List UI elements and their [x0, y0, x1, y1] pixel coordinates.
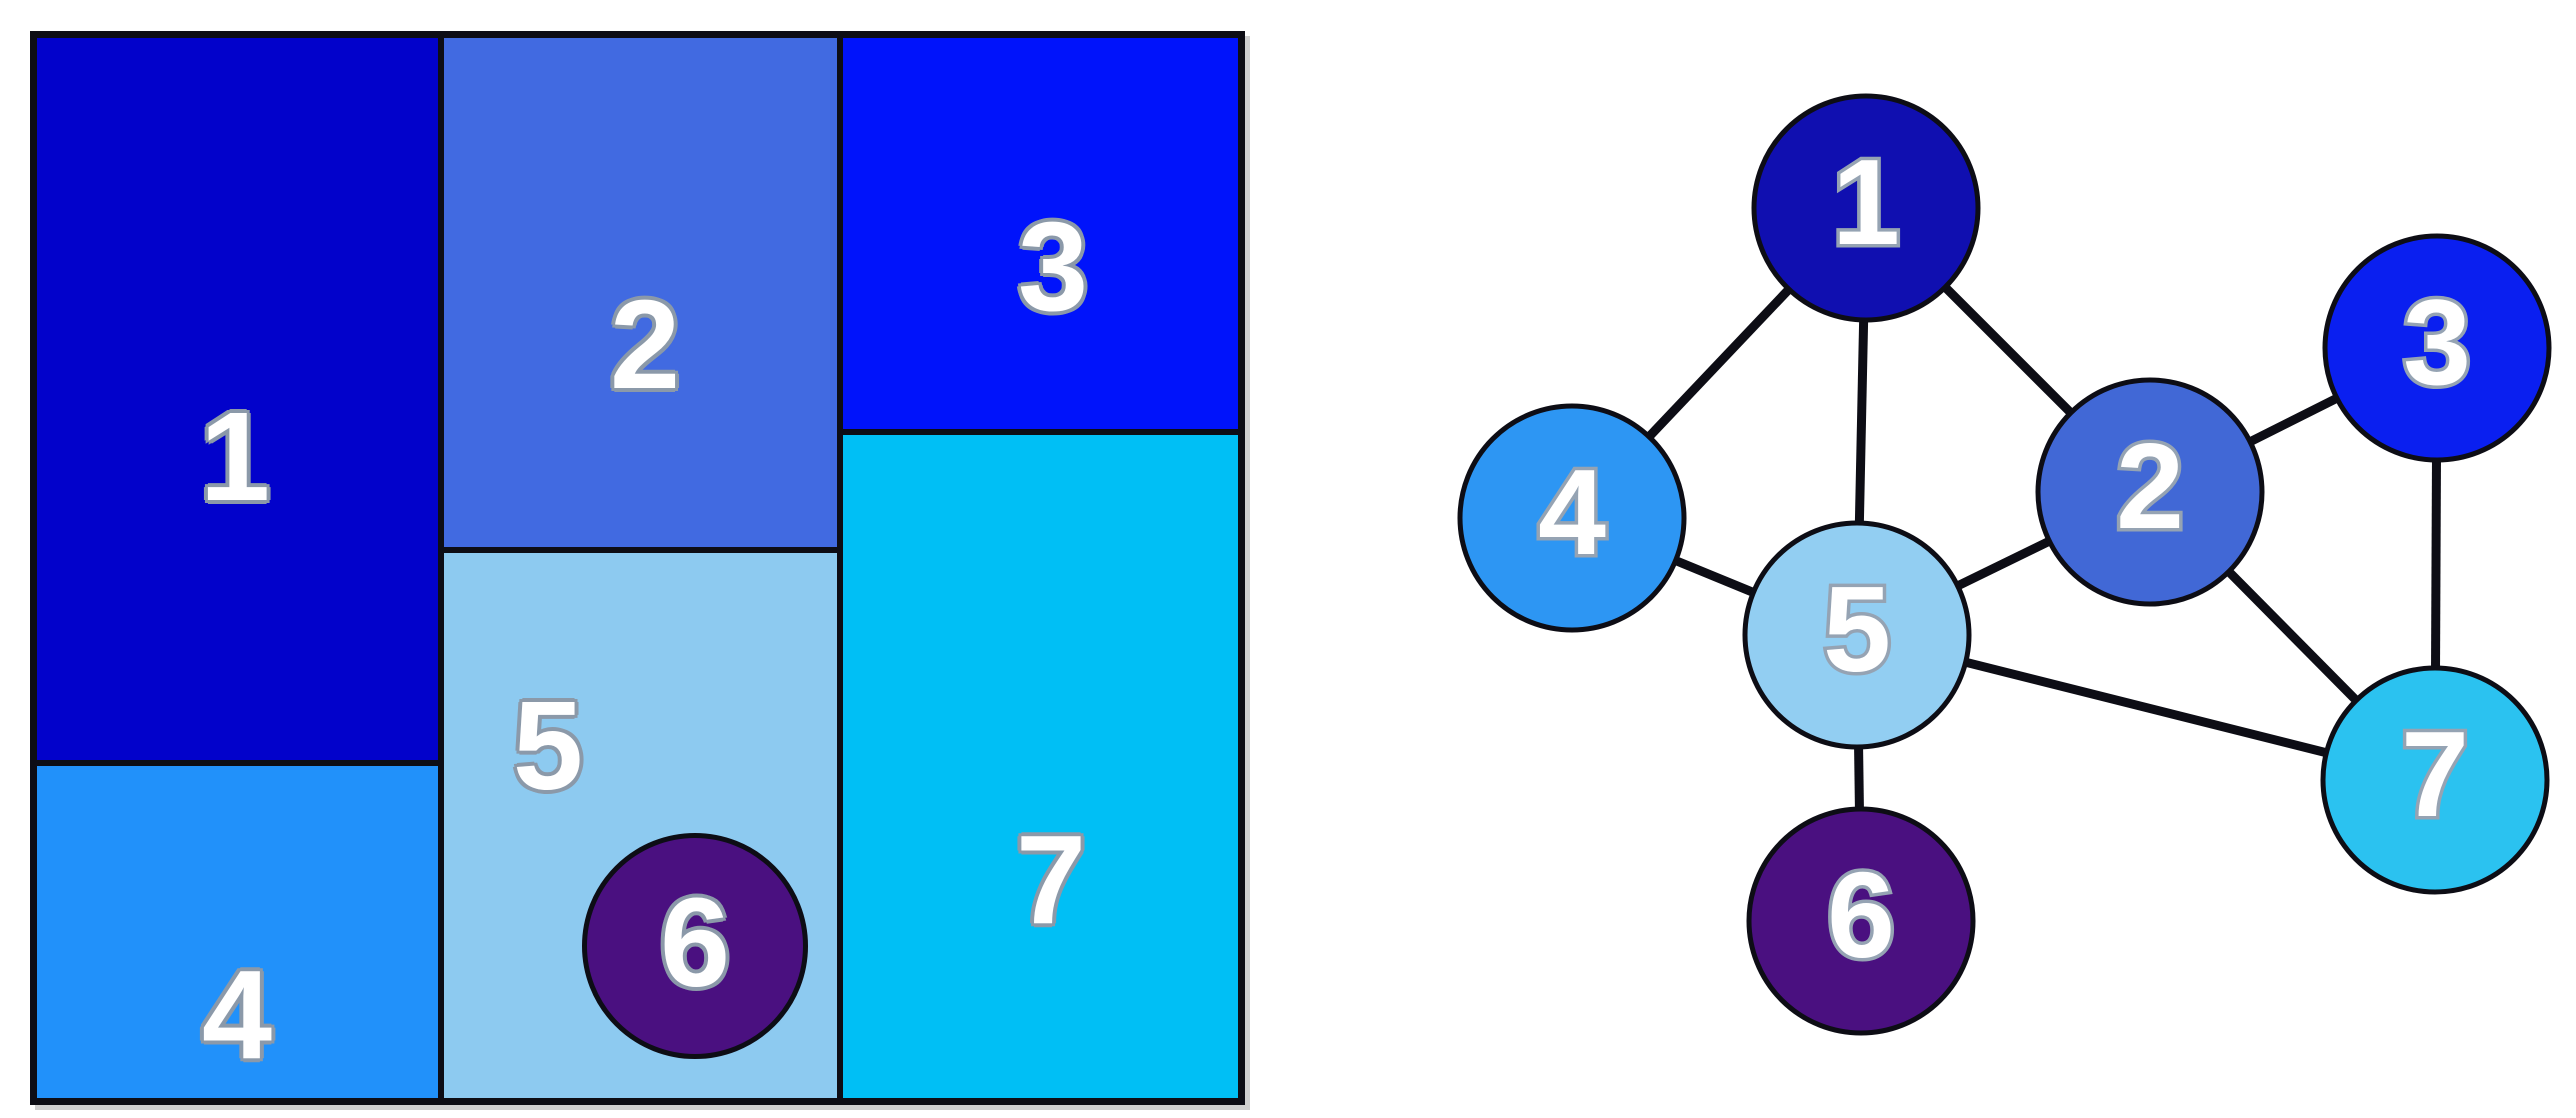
- graph-node-7: [2320, 665, 2550, 895]
- graph-node-label-3: 3: [2403, 274, 2471, 410]
- treemap-label-6: 6: [659, 871, 731, 1013]
- treemap-label-2: 2: [609, 273, 681, 415]
- treemap-circle-6: [582, 833, 808, 1059]
- graph-node-3: [2322, 233, 2552, 463]
- treemap-label-4: 4: [201, 943, 273, 1085]
- graph-node-label-1: 1: [1832, 134, 1900, 270]
- graph-node-1: [1751, 93, 1981, 323]
- treemap-label-7: 7: [1015, 808, 1087, 950]
- graph-node-4: [1457, 403, 1687, 633]
- graph-node-6: [1746, 806, 1976, 1036]
- graph-node-2: [2035, 377, 2265, 607]
- graph-node-label-2: 2: [2116, 418, 2184, 554]
- treemap-panel: 1 2 3 4 5 6 7: [30, 31, 1245, 1105]
- treemap-label-1: 1: [199, 385, 271, 527]
- treemap-region-4: [37, 766, 438, 1098]
- graph-node-5: [1742, 520, 1972, 750]
- treemap-region-7: [843, 435, 1238, 1098]
- graph-node-label-6: 6: [1827, 847, 1895, 983]
- graph-node-label-7: 7: [2401, 706, 2469, 842]
- treemap-label-3: 3: [1017, 195, 1089, 337]
- treemap-region-1: [37, 38, 438, 760]
- treemap-region-2: [444, 38, 837, 547]
- graph-node-label-5: 5: [1823, 561, 1891, 697]
- treemap-region-3: [843, 38, 1238, 429]
- treemap-label-5: 5: [512, 674, 584, 816]
- graph-node-label-4: 4: [1538, 444, 1606, 580]
